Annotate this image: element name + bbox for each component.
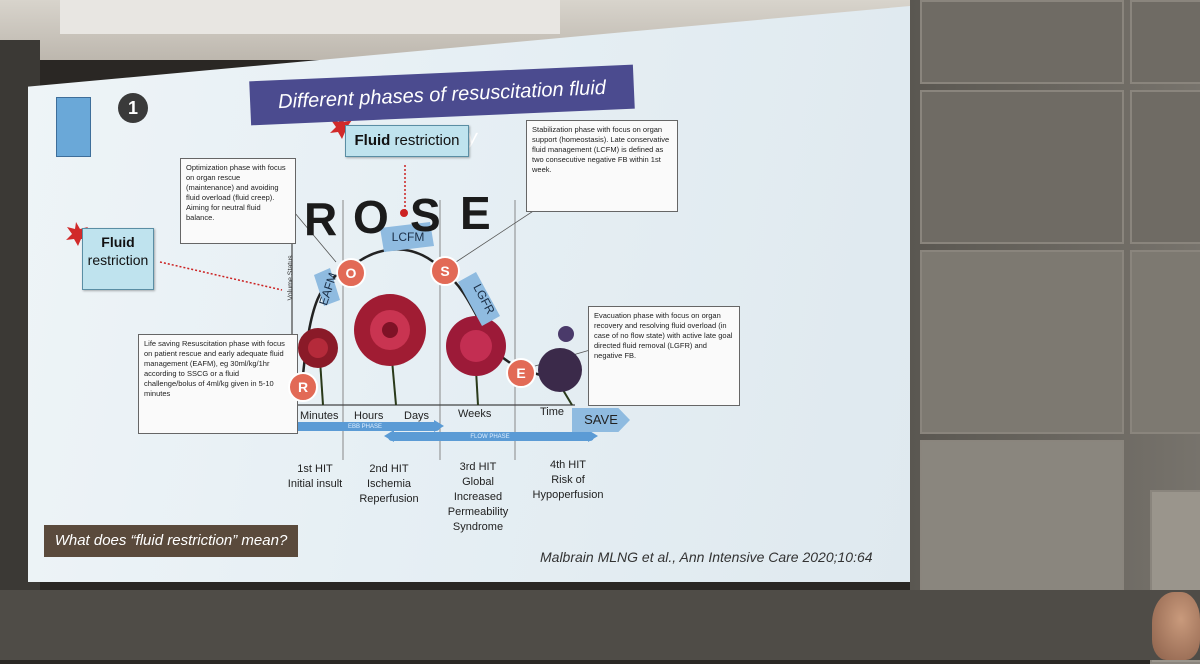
burst-icon bbox=[66, 222, 89, 246]
hit-detail: Increased bbox=[453, 491, 503, 503]
hit-detail: Global bbox=[462, 476, 494, 488]
audience-area bbox=[0, 590, 1200, 660]
hit-title: 2nd HIT bbox=[369, 463, 409, 475]
hit-detail: Initial insult bbox=[287, 478, 343, 490]
rose-small bbox=[298, 328, 338, 406]
hit-detail: Permeability Syndrome bbox=[447, 506, 509, 533]
rose-letter-o: O bbox=[353, 191, 389, 243]
wall-panel bbox=[920, 250, 1124, 434]
hit-4: 4th HIT Risk of Hypoperfusion bbox=[526, 458, 610, 503]
logo-image bbox=[56, 97, 91, 157]
hit-detail: Reperfusion bbox=[359, 493, 419, 505]
lgfr-arrow-shape bbox=[458, 272, 500, 326]
rose-letter-s: S bbox=[410, 189, 441, 241]
right-wall bbox=[910, 0, 1200, 664]
timeline-minutes: Minutes bbox=[300, 410, 339, 422]
wall-panel bbox=[920, 0, 1124, 84]
rose-wilted bbox=[538, 326, 582, 406]
timeline-time: Time bbox=[540, 406, 565, 418]
ebb-phase-label: EBB PHASE bbox=[347, 424, 382, 430]
lcfm-label: LCFM bbox=[391, 230, 425, 244]
wall-panel bbox=[1130, 0, 1200, 84]
hit-detail: Ischemia bbox=[366, 478, 412, 490]
connector-dot bbox=[400, 209, 408, 217]
phase-circle-e: E bbox=[506, 358, 536, 388]
restriction-text: restriction bbox=[87, 252, 149, 268]
hit-title: 1st HIT bbox=[297, 463, 333, 475]
hit-1: 1st HIT Initial insult bbox=[280, 462, 350, 492]
hit-title: 3rd HIT bbox=[459, 461, 497, 473]
timeline-weeks: Weeks bbox=[458, 408, 492, 420]
ebb-phase-bar bbox=[290, 422, 440, 431]
flow-phase-label: FLOW PHASE bbox=[470, 434, 510, 440]
hit-detail: Hypoperfusion bbox=[532, 489, 604, 501]
fluid-restriction-box-top: Fluid restriction bbox=[345, 125, 469, 157]
optimization-callout: Optimization phase with focus on organ r… bbox=[180, 158, 296, 244]
evacuation-callout: Evacuation phase with focus on organ rec… bbox=[588, 306, 740, 406]
hit-detail: Risk of bbox=[551, 474, 585, 486]
phase-circle-s: S bbox=[430, 256, 460, 286]
audience-member-head bbox=[1152, 592, 1200, 660]
burst-icon bbox=[330, 115, 353, 139]
hit-3: 3rd HIT Global Increased Permeability Sy… bbox=[440, 460, 516, 535]
wall-panel bbox=[920, 90, 1124, 244]
timeline-hours: Hours bbox=[354, 410, 384, 422]
question-banner: What does “fluid restriction” mean? bbox=[44, 525, 298, 557]
dotted-connector bbox=[159, 261, 283, 291]
rose-letter-r: R bbox=[304, 193, 338, 245]
rose-medium bbox=[446, 316, 506, 406]
wall-panel bbox=[1130, 90, 1200, 244]
timeline-days: Days bbox=[404, 410, 430, 422]
stabilization-callout: Stabilization phase with focus on organ … bbox=[526, 120, 678, 212]
save-tag: SAVE bbox=[572, 408, 630, 432]
phase-circle-o: O bbox=[336, 258, 366, 288]
hit-2: 2nd HIT Ischemia Reperfusion bbox=[354, 462, 424, 507]
fluid-bold: Fluid bbox=[354, 132, 391, 149]
ceiling-light-strip bbox=[60, 0, 560, 34]
flow-phase-bar bbox=[388, 432, 594, 441]
restriction-text: restriction bbox=[394, 132, 460, 149]
fluid-restriction-box-left: Fluid restriction bbox=[82, 228, 154, 290]
phase-circle-r: R bbox=[288, 372, 318, 402]
lcfm-arrow-shape bbox=[380, 222, 434, 252]
fluid-bold: Fluid bbox=[101, 234, 135, 250]
hit-title: 4th HIT bbox=[549, 459, 587, 471]
citation: Malbrain MLNG et al., Ann Intensive Care… bbox=[540, 549, 873, 565]
wall-panel bbox=[1130, 250, 1200, 434]
eafm-arrow-shape bbox=[314, 268, 340, 306]
slide-number-badge: 1 bbox=[118, 93, 148, 123]
rose-letter-e: E bbox=[460, 187, 491, 239]
rose-large bbox=[354, 294, 426, 406]
y-axis-label: Volume Status bbox=[287, 255, 295, 301]
life-saving-callout: Life saving Resuscitation phase with foc… bbox=[138, 334, 298, 434]
